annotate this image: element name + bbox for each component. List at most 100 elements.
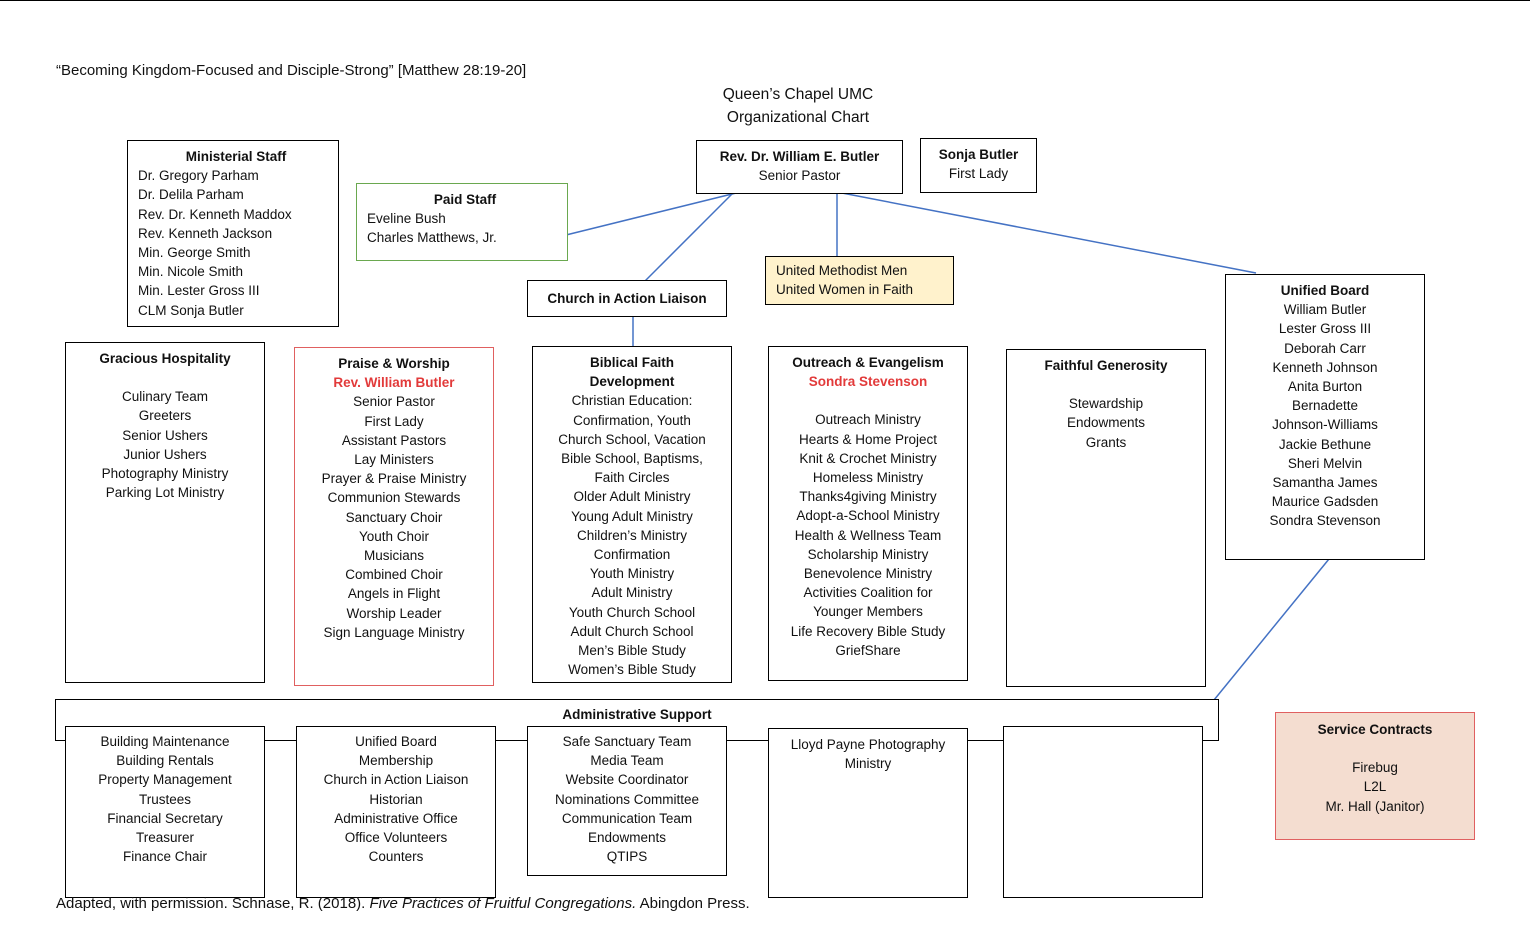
list-item: Church School, Vacation [558, 431, 706, 447]
pastor-name: Rev. Dr. William E. Butler [719, 149, 880, 164]
praise-worship-leader: Rev. William Butler [333, 375, 455, 391]
list-item: Min. Nicole Smith [138, 264, 244, 280]
list-item: Parking Lot Ministry [105, 485, 225, 501]
list-item: Endowments [1066, 415, 1146, 431]
first-lady-box: Sonja Butler First Lady [920, 138, 1037, 193]
list-item: Sheri Melvin [1287, 455, 1363, 471]
credit-book-title: Five Practices of Fruitful Congregations… [369, 895, 637, 912]
list-item: United Women in Faith [776, 282, 914, 298]
list-item: Confirmation, Youth [573, 412, 691, 428]
praise-worship-box: Praise & Worship Rev. William Butler Sen… [294, 347, 494, 686]
list-item: Rev. Kenneth Jackson [138, 225, 273, 241]
list-item: Adopt-a-School Ministry [796, 508, 940, 524]
list-item: Prayer & Praise Ministry [321, 471, 467, 487]
list-item: Knit & Crochet Ministry [799, 450, 937, 466]
list-item: Stewardship [1068, 396, 1144, 412]
church-in-action-label: Church in Action Liaison [547, 291, 707, 306]
list-item: Worship Leader [346, 605, 442, 621]
list-item: Youth Ministry [589, 566, 675, 582]
faithful-generosity-box: Faithful Generosity Stewardship Endowmen… [1006, 349, 1206, 687]
praise-worship-heading: Praise & Worship [338, 356, 450, 371]
admin-column-2: Unified Board Membership Church in Actio… [296, 726, 496, 898]
list-item: Finance Chair [122, 849, 208, 865]
list-item: Firebug [1352, 760, 1398, 776]
connector-pastor-church-in-action [644, 192, 734, 282]
first-lady-role: First Lady [948, 166, 1009, 182]
list-item: Culinary Team [121, 389, 209, 405]
ministerial-staff-box: Ministerial Staff Dr. Gregory Parham Dr.… [127, 140, 339, 327]
list-item: Communion Stewards [327, 490, 461, 506]
top-rule [0, 0, 1530, 1]
list-item: Eveline Bush [367, 211, 446, 227]
faithful-generosity-heading: Faithful Generosity [1044, 358, 1168, 373]
chart-title: Queen’s Chapel UMC Organizational Chart [668, 83, 928, 129]
men-women-box: United Methodist Men United Women in Fai… [765, 256, 954, 305]
list-item: Treasurer [135, 830, 194, 846]
list-item: Media Team [590, 753, 664, 769]
senior-pastor-box: Rev. Dr. William E. Butler Senior Pastor [696, 140, 903, 194]
paid-staff-heading: Paid Staff [433, 192, 497, 207]
list-item: Senior Ushers [122, 427, 208, 443]
list-item: Scholarship Ministry [807, 546, 929, 562]
list-item: Trustees [138, 791, 192, 807]
unified-board-heading: Unified Board [1280, 283, 1370, 298]
list-item: Lay Ministers [354, 452, 434, 468]
list-item: Youth Choir [358, 528, 430, 544]
list-item: Membership [358, 753, 434, 769]
list-item: Unified Board [355, 734, 437, 749]
list-item: Building Maintenance [100, 734, 230, 749]
pastor-role: Senior Pastor [758, 168, 841, 184]
service-contracts-box: Service Contracts Firebug L2L Mr. Hall (… [1275, 712, 1475, 840]
list-item: CLM Sonja Butler [138, 302, 244, 318]
list-item: Adult Ministry [591, 585, 673, 601]
list-item: Lester Gross III [1278, 321, 1372, 337]
list-item: Health & Wellness Team [794, 527, 942, 543]
list-item: Church in Action Liaison [323, 772, 469, 788]
list-item: Johnson-Williams [1272, 417, 1378, 433]
credit-suffix: Abingdon Press. [636, 895, 750, 912]
biblical-faith-box: Biblical Faith Development Christian Edu… [532, 346, 732, 683]
church-in-action-box: Church in Action Liaison [527, 280, 727, 317]
list-item: Hearts & Home Project [798, 431, 938, 447]
list-item: Mr. Hall (Janitor) [1325, 798, 1425, 814]
outreach-box: Outreach & Evangelism Sondra Stevenson O… [768, 346, 968, 681]
credit-prefix: Adapted, with permission. Schnase, R. (2… [56, 895, 370, 912]
list-item: Men’s Bible Study [578, 643, 686, 659]
list-item: Deborah Carr [1284, 340, 1366, 356]
admin-column-4: Lloyd Payne Photography Ministry [768, 728, 968, 898]
list-item: Charles Matthews, Jr. [367, 230, 497, 246]
list-item: Min. George Smith [138, 245, 251, 261]
list-item: Musicians [363, 548, 425, 564]
list-item: L2L [1363, 779, 1387, 795]
connector-board-admin [1213, 558, 1330, 701]
motto: “Becoming Kingdom-Focused and Disciple-S… [56, 62, 527, 79]
title-line-2: Organizational Chart [726, 109, 870, 126]
list-item: Ministry [844, 756, 892, 772]
list-item: Bernadette [1291, 398, 1359, 414]
list-item: Activities Coalition for [803, 585, 933, 601]
list-item: United Methodist Men [776, 263, 908, 278]
outreach-leader: Sondra Stevenson [808, 374, 928, 390]
list-item: Grants [1085, 434, 1127, 450]
first-lady-name: Sonja Butler [938, 147, 1019, 162]
list-item: Kenneth Johnson [1272, 359, 1378, 375]
list-item: Property Management [98, 772, 232, 788]
administrative-support-heading: Administrative Support [562, 707, 712, 722]
list-item: Angels in Flight [347, 586, 441, 602]
biblical-faith-heading-2: Development [589, 374, 675, 390]
list-item: QTIPS [606, 849, 648, 865]
list-item: Sondra Stevenson [1269, 513, 1381, 529]
list-item: Office Volunteers [344, 830, 448, 846]
list-item: Children’s Ministry [576, 527, 688, 543]
list-item: Homeless Ministry [812, 470, 924, 486]
admin-column-3: Safe Sanctuary Team Media Team Website C… [527, 726, 727, 876]
list-item: Younger Members [813, 604, 923, 620]
list-item: Financial Secretary [107, 810, 223, 826]
list-item: Thanks4giving Ministry [799, 489, 937, 505]
list-item: Combined Choir [345, 567, 443, 583]
list-item: Sign Language Ministry [323, 624, 465, 640]
list-item: Samantha James [1272, 475, 1378, 491]
connector-pastor-paid-staff [565, 192, 737, 236]
outreach-heading: Outreach & Evangelism [792, 355, 944, 370]
list-item: Anita Burton [1287, 379, 1363, 395]
